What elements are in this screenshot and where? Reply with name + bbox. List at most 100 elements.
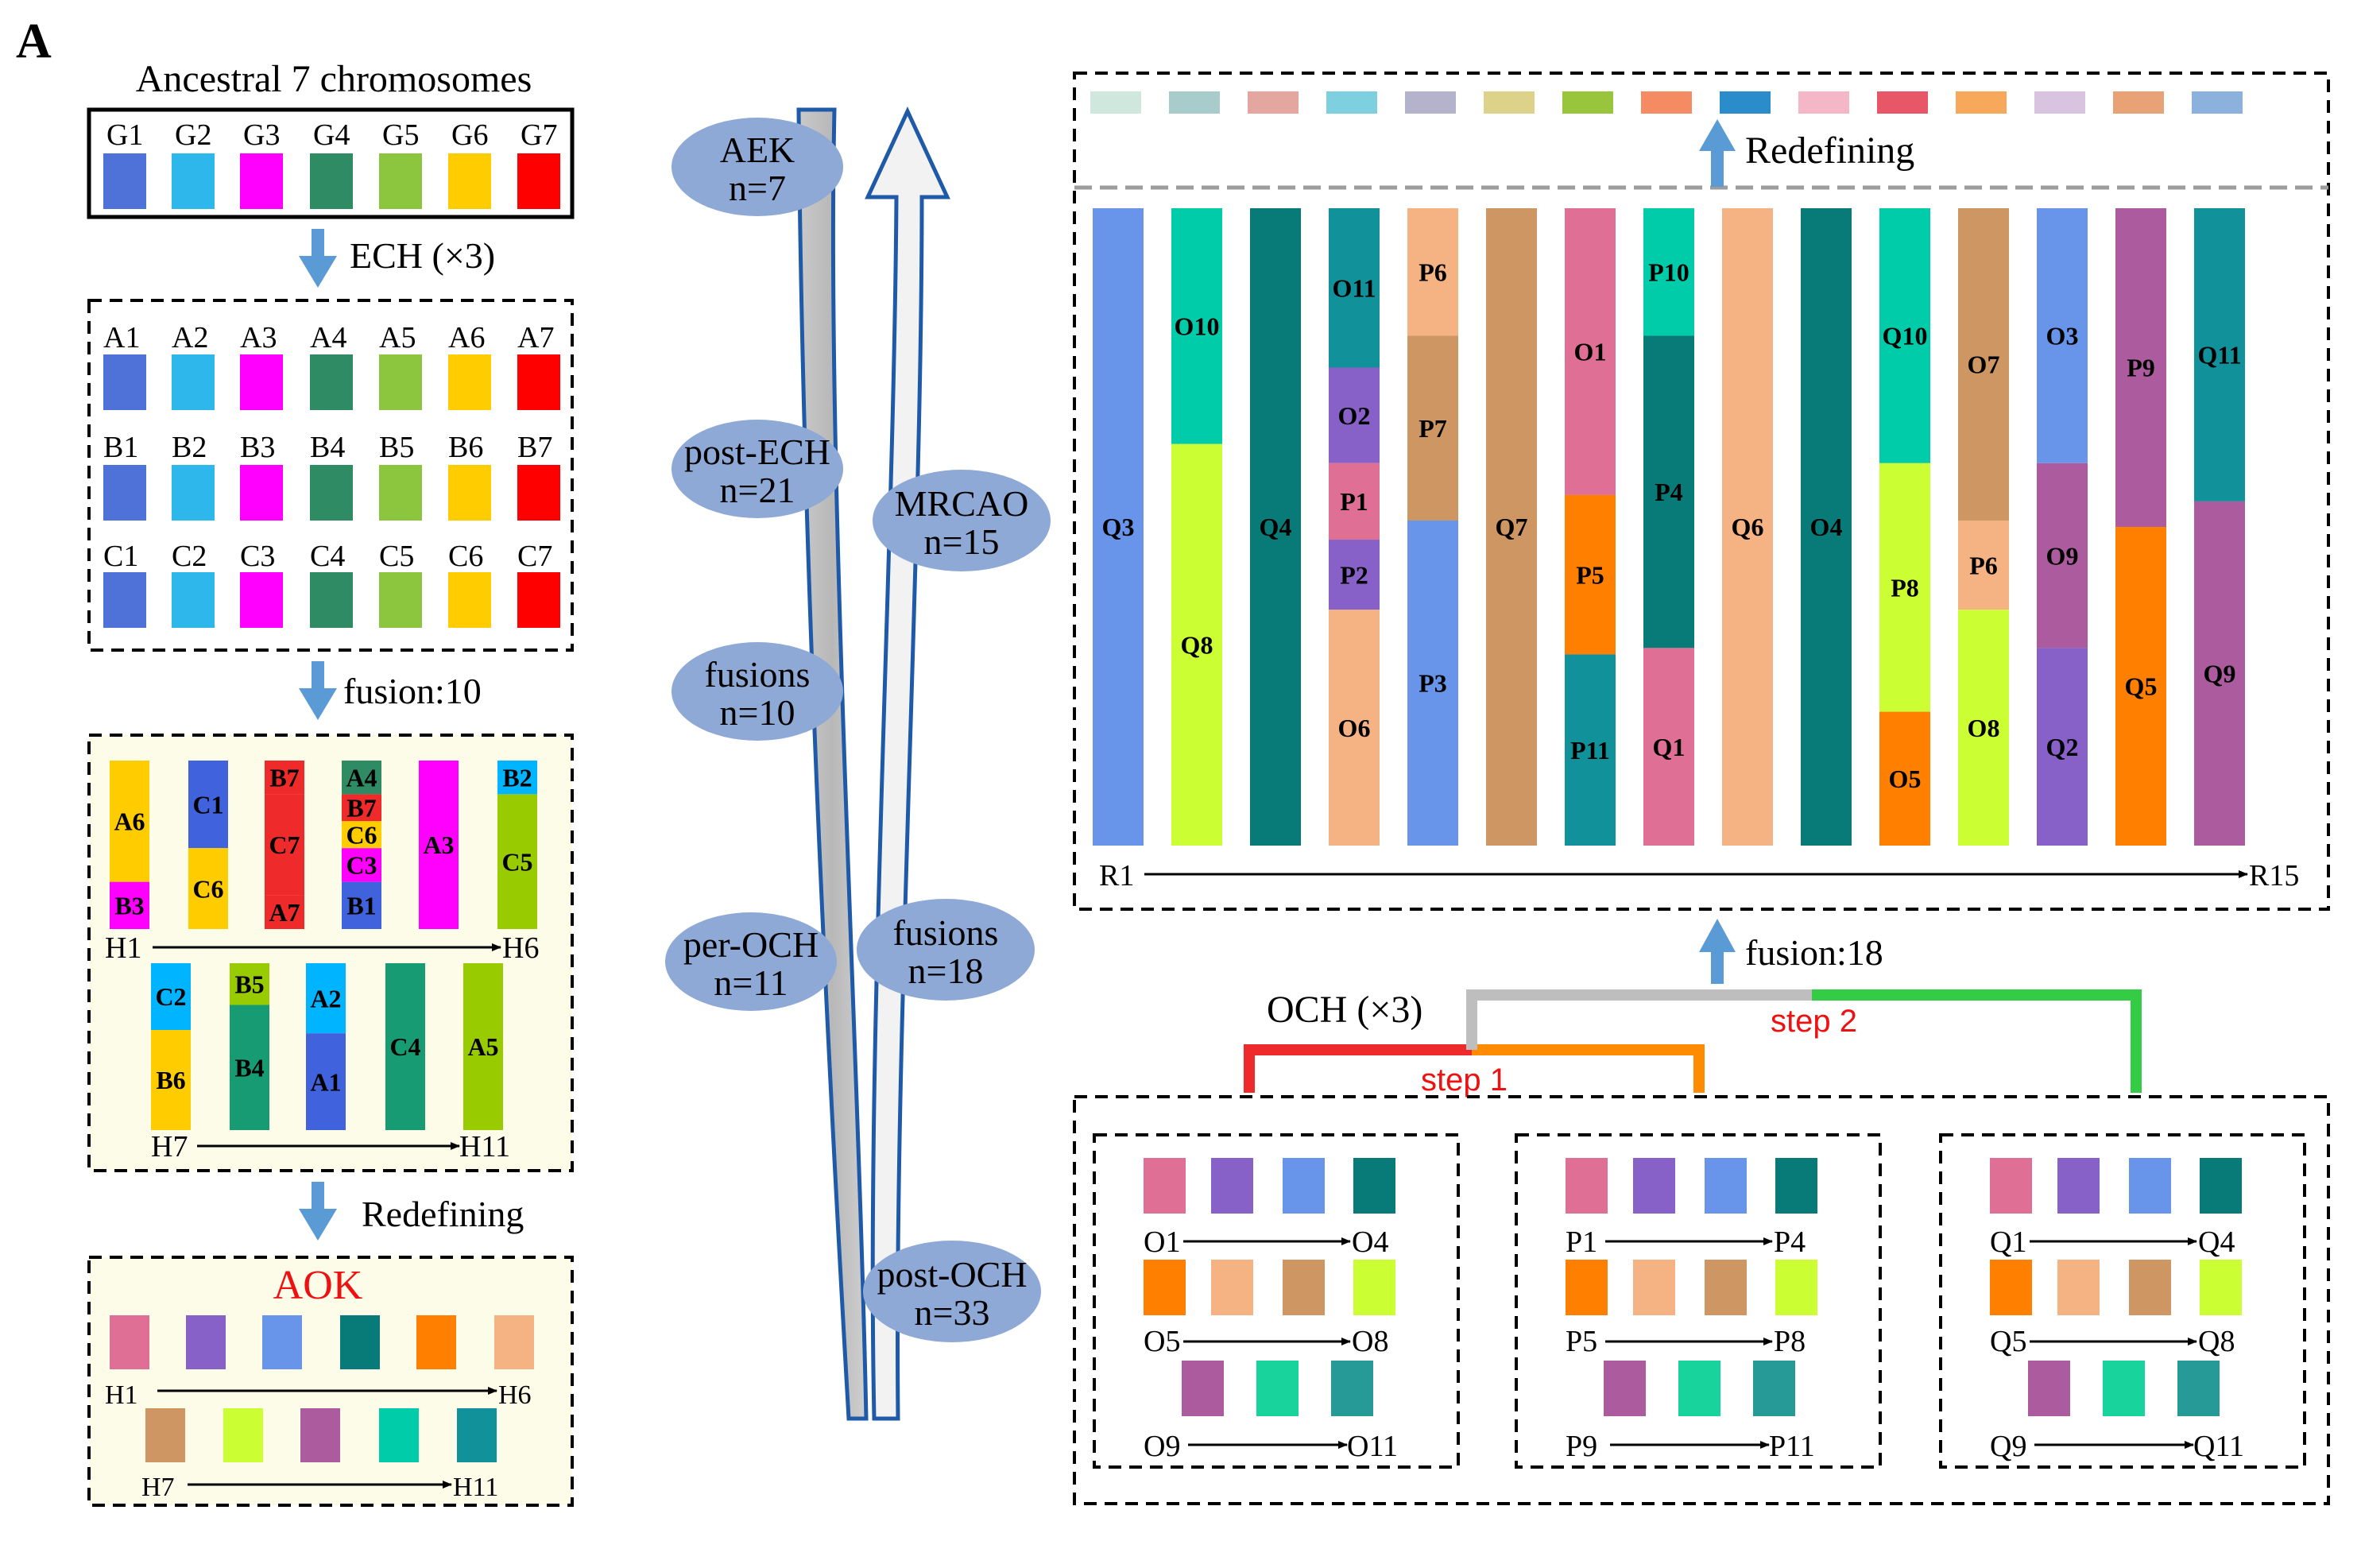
h4-seg-b1: [342, 881, 381, 929]
stage-name: MRCAO: [895, 483, 1029, 524]
r9-seg-q6: [1722, 208, 1773, 846]
chromosome-a2: [172, 354, 215, 410]
label-a5: A5: [379, 321, 416, 354]
h1-label: H1: [105, 931, 141, 965]
g-label-g1: G1: [106, 118, 143, 152]
swatch-2: [1169, 91, 1220, 114]
label-a7: A7: [517, 321, 554, 354]
r3-seg-q4: [1250, 208, 1301, 846]
chromosome-g1: [103, 153, 146, 209]
row3-end: P11: [1769, 1430, 1815, 1463]
och-p-chrom-4: [1775, 1158, 1817, 1214]
g-label-g6: G6: [451, 118, 488, 152]
label-a3: A3: [240, 321, 277, 354]
label-b6: B6: [448, 431, 483, 464]
g-label-g2: G2: [175, 118, 211, 152]
r3-label-q4: Q4: [1260, 513, 1292, 541]
och-p-chrom-7: [1705, 1260, 1747, 1315]
r4-seg-p1: [1329, 463, 1380, 540]
ancestral-box: [87, 107, 575, 219]
h3-seg-c7: [265, 794, 304, 896]
label-a2: A2: [172, 321, 208, 354]
och-group-box: [1515, 1133, 1882, 1469]
swatch-14: [2113, 91, 2164, 114]
h11-label: H11: [459, 1130, 510, 1163]
h5-label-a3: A3: [423, 830, 454, 859]
r8-label-p10: P10: [1648, 257, 1689, 286]
h4-label-c6: C6: [346, 820, 377, 849]
r15-seg-q9: [2194, 501, 2245, 846]
och-q-chrom-8: [2200, 1260, 2242, 1315]
stage-name: per-OCH: [683, 924, 819, 965]
r5-seg-p3: [1407, 520, 1458, 846]
och-p-chrom-8: [1775, 1260, 1817, 1315]
aok-chromosome-row1: [110, 1315, 534, 1369]
label-b3: B3: [240, 431, 275, 464]
r4-label-o11: O11: [1332, 273, 1376, 302]
h9-label-a1: A1: [310, 1067, 341, 1096]
och-p-chrom-2: [1633, 1158, 1675, 1214]
stage-count: n=33: [915, 1292, 990, 1333]
aok-chromosome-row2: [145, 1408, 497, 1462]
h6-seg-b2: [497, 761, 537, 795]
chromosome-g5: [379, 153, 422, 209]
och-connectors: [1244, 989, 2142, 1093]
r13-label-o9: O9: [2046, 541, 2079, 570]
row1-end: Q4: [2198, 1225, 2235, 1259]
stage-ellipse: [672, 118, 843, 216]
och-o-chrom-9: [1182, 1361, 1224, 1416]
label-b1: B1: [103, 431, 138, 464]
label-c2: C2: [172, 540, 207, 573]
h4-label-b1: B1: [346, 892, 376, 920]
aok-chromosome-h11: [457, 1408, 497, 1462]
chromosome-c6: [448, 572, 491, 628]
r10-label-o4: O4: [1810, 513, 1843, 541]
r-axis: R1 R15: [1099, 859, 2299, 892]
chromosome-a5: [379, 354, 422, 410]
h9-label-a2: A2: [310, 984, 341, 1012]
stage-name: post-ECH: [684, 432, 830, 472]
middle-lanes: AEKn=7post-ECHn=21fusionsn=10per-OCHn=11…: [665, 106, 1051, 1421]
h7-label-c2: C2: [155, 982, 186, 1011]
step2-label: step 2: [1771, 1004, 1857, 1039]
swatch-10: [1798, 91, 1849, 114]
swatch-7: [1562, 91, 1613, 114]
och-group-box: [1939, 1133, 2306, 1469]
r15-label-q9: Q9: [2204, 660, 2236, 688]
r7-label-o1: O1: [1574, 338, 1607, 366]
r8-seg-p10: [1643, 208, 1694, 336]
och-p-chrom-10: [1678, 1361, 1720, 1416]
chromosome-c1: [103, 572, 146, 628]
aok-chromosome-h3: [262, 1315, 302, 1369]
h3-label-c7: C7: [269, 830, 300, 859]
r5-label-p6: P6: [1419, 257, 1447, 286]
aok-h1-label: H1: [105, 1380, 138, 1410]
och-group-box: [1093, 1133, 1460, 1469]
r2-seg-q8: [1171, 443, 1222, 846]
r12-seg-o8: [1958, 610, 2009, 846]
post-ech-box: [87, 299, 574, 652]
stage-ellipse: [672, 642, 843, 741]
och-p-chrom-6: [1633, 1260, 1675, 1315]
label-c5: C5: [379, 540, 414, 573]
r14-label-p9: P9: [2127, 354, 2155, 382]
descending-lane: [796, 107, 869, 1421]
redefining-label-right: Redefining: [1745, 130, 1914, 172]
r7-label-p5: P5: [1576, 560, 1604, 589]
row2-start: O5: [1144, 1325, 1180, 1358]
r7-seg-p5: [1565, 494, 1616, 655]
h8-label-b5: B5: [234, 970, 264, 998]
row2-end: Q8: [2198, 1325, 2235, 1358]
h1-seg-b3: [110, 881, 149, 929]
aok-h6-label: H6: [498, 1380, 532, 1410]
chromosome-b3: [240, 465, 283, 521]
r14-seg-q5: [2115, 527, 2166, 846]
r4-seg-o11: [1329, 208, 1380, 368]
label-c4: C4: [310, 540, 345, 573]
h-axis-row2: H7 H11: [151, 1130, 510, 1163]
h3-label-a7: A7: [269, 898, 300, 927]
r11-seg-p8: [1879, 463, 1930, 712]
aok-chromosome-h6: [494, 1315, 534, 1369]
h7-seg-b6: [151, 1030, 191, 1130]
label-b4: B4: [310, 431, 345, 464]
